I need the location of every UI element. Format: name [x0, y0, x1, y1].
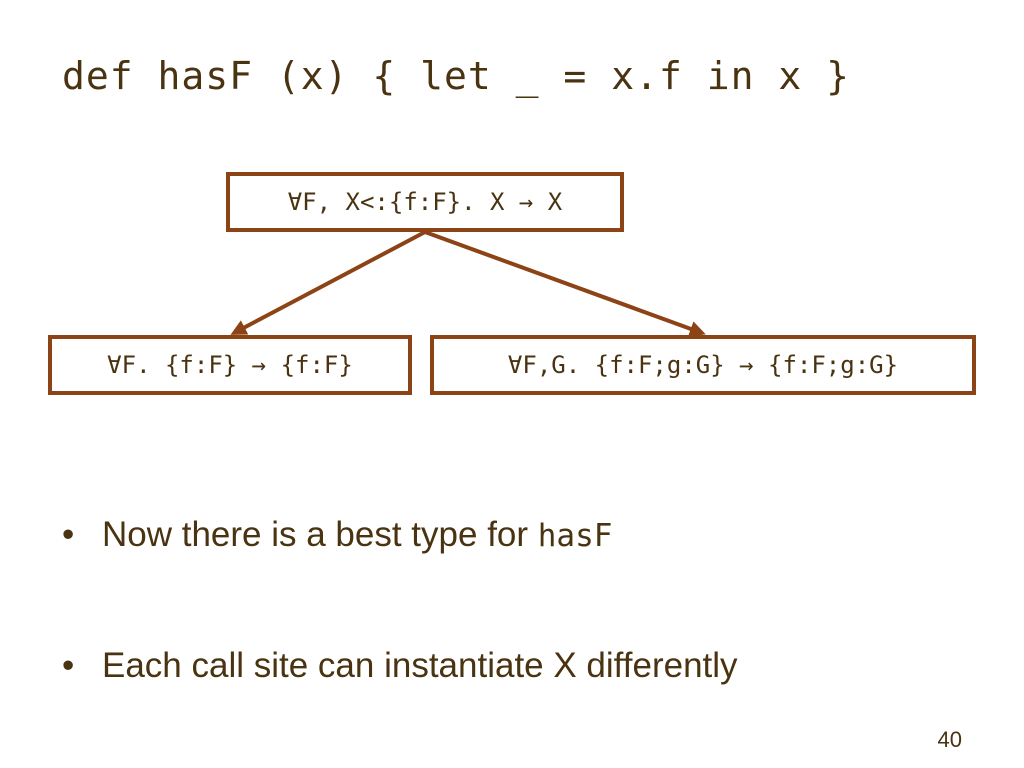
instance-type-label-left: ∀F. {f:F} → {f:F} [107, 351, 353, 379]
instance-type-box-right: ∀F,G. {f:F;g:G} → {f:F;g:G} [430, 335, 976, 395]
bullet-item: • Each call site can instantiate X diffe… [62, 641, 738, 691]
instance-type-label-right: ∀F,G. {f:F;g:G} → {f:F;g:G} [507, 351, 899, 379]
arrow-to-right-type [424, 230, 706, 337]
general-type-box: ∀F, X<:{f:F}. X → X [226, 172, 624, 232]
bullet-code: hasF [537, 518, 613, 554]
bullet-dot: • [62, 646, 75, 685]
bullet-list: • Now there is a best type for hasF • Ea… [62, 510, 738, 691]
bullet-text: Each call site can instantiate X differe… [102, 646, 738, 685]
bullet-text: Now there is a best type for [102, 515, 538, 554]
general-type-label: ∀F, X<:{f:F}. X → X [287, 188, 563, 216]
bullet-dot: • [62, 515, 75, 554]
bullet-item: • Now there is a best type for hasF [62, 510, 738, 561]
instance-type-box-left: ∀F. {f:F} → {f:F} [48, 335, 412, 395]
page-number: 40 [937, 727, 962, 752]
slide-title: def hasF (x) { let _ = x.f in x } [62, 54, 850, 98]
arrow-to-left-type [230, 230, 426, 335]
